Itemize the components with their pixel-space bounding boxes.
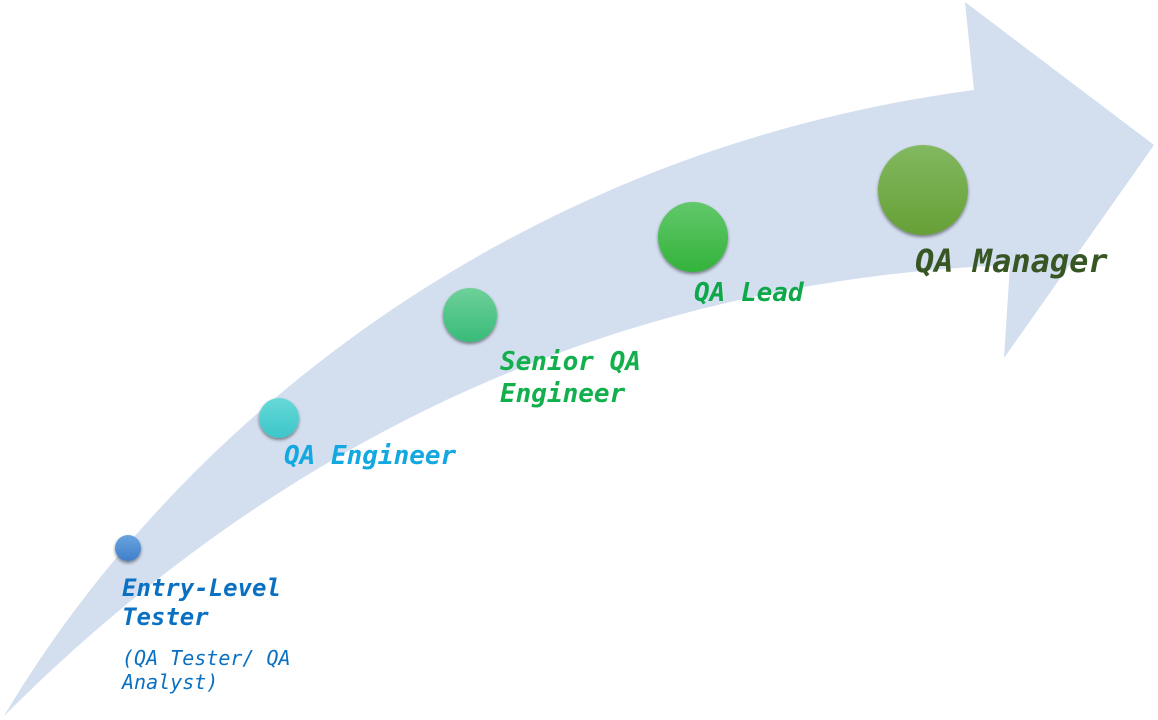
stage-dot-senior-qa-engineer [443,288,497,342]
stage-dot-qa-engineer [259,398,299,438]
stage-label-entry-level-tester: Entry-Level Tester [122,574,281,632]
stage-dot-qa-lead [658,202,728,272]
stage-label-qa-engineer: QA Engineer [284,441,457,471]
stage-dot-qa-manager [878,145,968,235]
stage-dot-entry-level-tester [115,535,141,561]
stage-label-qa-lead: QA Lead [694,278,804,308]
stage-label-senior-qa-engineer: Senior QA Engineer [500,347,641,409]
curved-arrow [4,2,1154,716]
stage-sublabel-entry-level-tester: (QA Tester/ QA Analyst) [122,646,291,694]
stage-label-qa-manager: QA Manager [915,242,1108,280]
